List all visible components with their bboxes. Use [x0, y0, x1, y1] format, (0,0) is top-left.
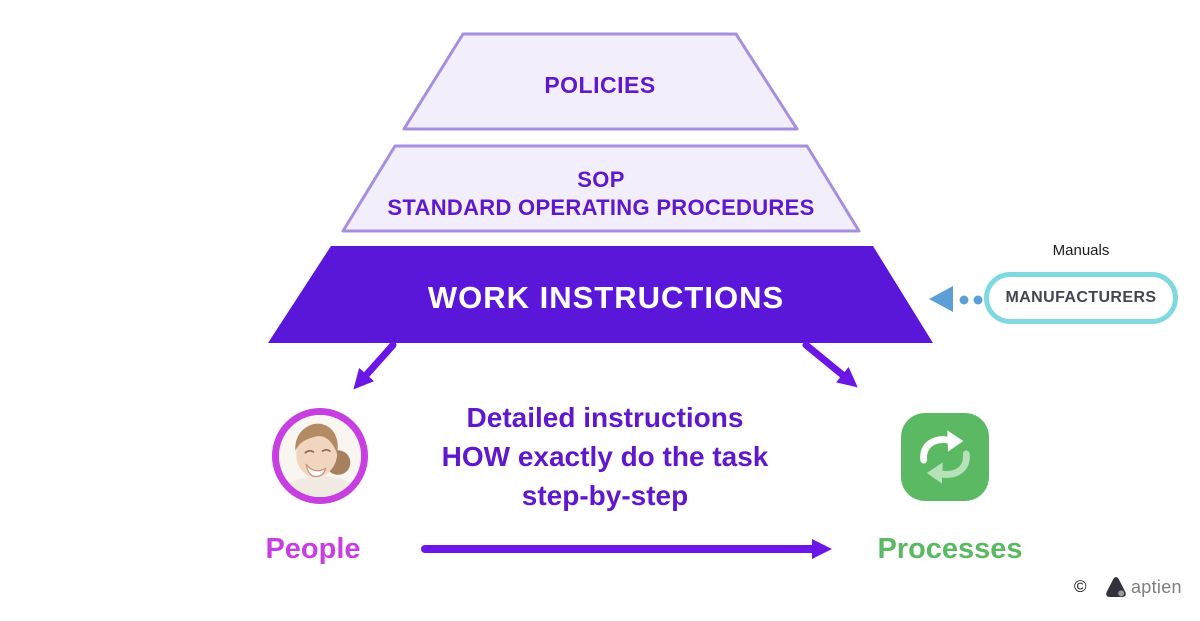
people-label: People: [265, 533, 361, 565]
work-instructions-label: WORK INSTRUCTIONS: [427, 280, 785, 315]
down-right-arrow-icon: [802, 341, 858, 388]
manufacturers-arrow-icon: [929, 286, 983, 312]
sop-label: SOP STANDARD OPERATING PROCEDURES: [387, 166, 814, 222]
description-line3: step-by-step: [521, 480, 689, 511]
processes-label: Processes: [877, 533, 1023, 565]
sop-label-line2: STANDARD OPERATING PROCEDURES: [387, 195, 815, 220]
manufacturers-pill: MANUFACTURERS: [984, 272, 1178, 324]
person-photo: [272, 408, 368, 504]
down-left-arrow-icon: [353, 341, 397, 390]
description-line2: HOW exactly do the task: [441, 441, 769, 472]
manuals-label: Manuals: [1052, 242, 1110, 259]
aptien-logo-icon: [1106, 577, 1126, 597]
person-photo-illustration: [279, 415, 361, 497]
aptien-brand-name: aptien: [1131, 577, 1182, 597]
policies-label: POLICIES: [544, 72, 656, 98]
process-sync-icon: [901, 413, 989, 501]
process-sync-icon-glyph: [920, 430, 970, 484]
manufacturers-pill-label: MANUFACTURERS: [1005, 289, 1157, 306]
copyright-symbol: ©: [1074, 577, 1087, 596]
description-text: Detailed instructions HOW exactly do the…: [442, 398, 769, 515]
pyramid-tier-sop: [341, 144, 861, 233]
pyramid-tier-work-instructions: [268, 246, 933, 343]
pyramid-tier-policies: [402, 32, 799, 131]
sop-label-line1: SOP: [577, 167, 625, 192]
description-line1: Detailed instructions: [466, 402, 744, 433]
